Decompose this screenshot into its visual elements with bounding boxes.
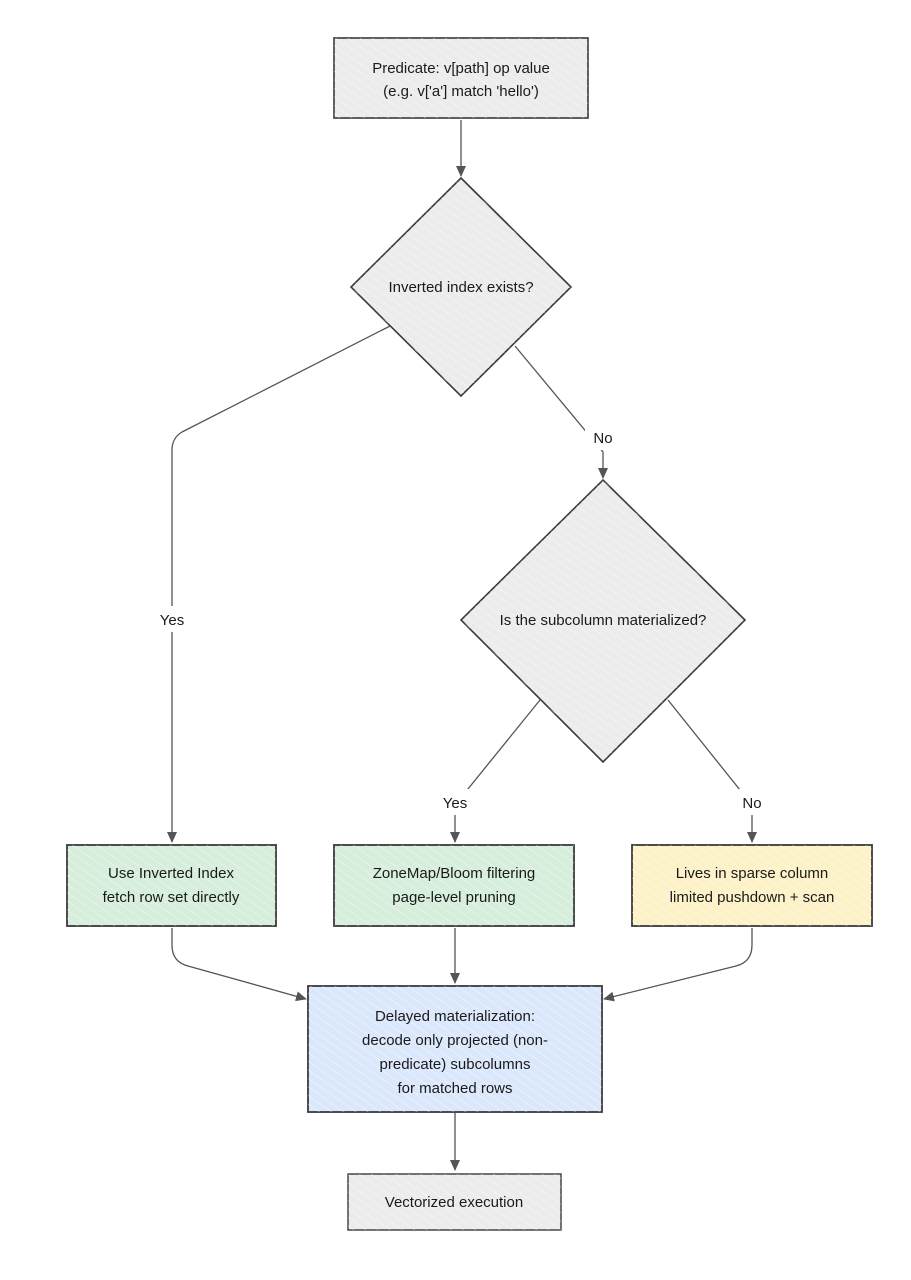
inverted-index-decision: Inverted index exists?: [349, 176, 573, 398]
edge-inverted-no: [514, 345, 608, 479]
edge-label-inverted-yes: Yes: [160, 612, 184, 629]
zonemap-bloom-node: ZoneMap/Bloom filtering page-level pruni…: [333, 844, 575, 927]
use-inverted-index-line-2: fetch row set directly: [103, 889, 240, 906]
edge-inverted-yes: [167, 325, 391, 843]
sparse-column-line-1: Lives in sparse column: [676, 865, 829, 882]
vectorized-execution-label: Vectorized execution: [385, 1194, 523, 1211]
edge-label-inverted-no: No: [593, 430, 612, 447]
sparse-column-node: Lives in sparse column limited pushdown …: [631, 844, 873, 927]
subcolumn-decision-label: Is the subcolumn materialized?: [500, 612, 707, 629]
predicate-node: Predicate: v[path] op value (e.g. v['a']…: [333, 37, 589, 119]
edge-label-subcolumn-yes: Yes: [443, 795, 467, 812]
delayed-materialization-line-2: decode only projected (non-: [362, 1032, 548, 1049]
subcolumn-decision: Is the subcolumn materialized?: [459, 478, 747, 764]
edge-labels: Yes No Yes No: [150, 424, 770, 815]
predicate-node-line-2: (e.g. v['a'] match 'hello'): [383, 83, 539, 100]
vectorized-execution-node: Vectorized execution: [347, 1173, 562, 1231]
use-inverted-index-line-1: Use Inverted Index: [108, 865, 234, 882]
delayed-materialization-node: Delayed materialization: decode only pro…: [307, 985, 603, 1113]
edge-subcolumn-no: [667, 699, 757, 843]
zonemap-bloom-line-1: ZoneMap/Bloom filtering: [373, 865, 536, 882]
edge-sparse-to-delayed: [603, 928, 753, 1002]
use-inverted-index-node: Use Inverted Index fetch row set directl…: [66, 844, 277, 927]
sparse-column-line-2: limited pushdown + scan: [670, 889, 835, 906]
edge-inverted-to-delayed: [171, 928, 307, 1002]
predicate-node-line-1: Predicate: v[path] op value: [372, 60, 550, 77]
edge-label-subcolumn-no: No: [742, 795, 761, 812]
delayed-materialization-line-3: predicate) subcolumns: [380, 1056, 531, 1073]
inverted-index-decision-label: Inverted index exists?: [388, 279, 533, 296]
edge-subcolumn-yes: [450, 699, 541, 843]
delayed-materialization-line-1: Delayed materialization:: [375, 1008, 535, 1025]
delayed-materialization-line-4: for matched rows: [397, 1080, 512, 1097]
zonemap-bloom-line-2: page-level pruning: [392, 889, 515, 906]
